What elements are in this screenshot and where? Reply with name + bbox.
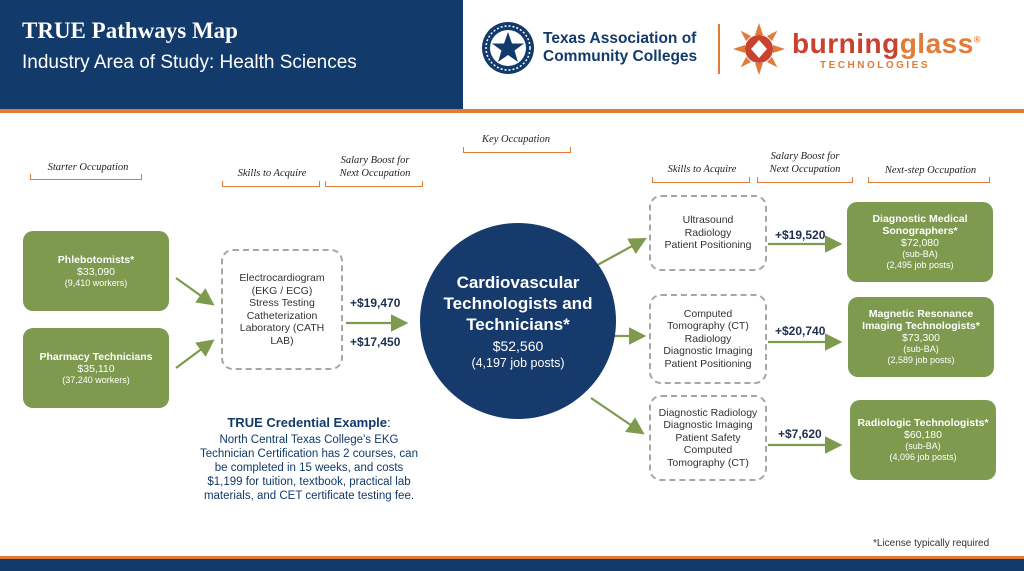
next-occupation-sonographers: Diagnostic Medical Sonographers* $72,080… — [847, 202, 993, 282]
bracket-next-step — [868, 177, 990, 183]
key-occupation-name: Cardiovascular Technologists and Technic… — [443, 272, 593, 334]
credential-example: TRUE Credential Example: North Central T… — [197, 415, 421, 503]
credential-title: TRUE Credential Example: — [227, 415, 391, 430]
occupation-salary: $60,180 — [904, 429, 942, 441]
skill-line: Electrocardiogram — [239, 272, 325, 284]
header-divider — [0, 109, 1024, 113]
skill-line: Diagnostic Imaging — [663, 419, 753, 432]
right-skills-box-3: Diagnostic Radiology Diagnostic Imaging … — [649, 395, 767, 481]
bracket-key — [463, 147, 571, 153]
license-footnote: *License typically required — [873, 538, 990, 549]
occupation-education: (sub-BA) — [903, 344, 939, 354]
credential-body: North Central Texas College's EKG Techni… — [200, 434, 418, 502]
page-subtitle: Industry Area of Study: Health Sciences — [22, 52, 357, 73]
occupation-salary: $72,080 — [901, 237, 939, 249]
skill-line: Computed — [683, 444, 733, 457]
arrow-right-icon — [175, 339, 215, 369]
left-skills-box: Electrocardiogram (EKG / ECG) Stress Tes… — [221, 249, 343, 370]
registered-mark: ® — [973, 34, 981, 45]
starter-occupation-pharmacy-technicians: Pharmacy Technicians $35,110 (37,240 wor… — [23, 328, 169, 408]
logo-word-glass: glass — [899, 28, 974, 59]
salary-boost-right-2: +$20,740 — [775, 324, 826, 338]
skill-line: Radiology — [684, 226, 732, 239]
skill-line: Ultrasound — [682, 214, 734, 227]
bracket-starter — [30, 174, 142, 180]
col-head-next-step: Next-step Occupation — [884, 165, 977, 176]
skill-line: Patient Positioning — [664, 239, 752, 252]
skill-line: Radiology — [684, 332, 732, 345]
col-head-skills-left: Skills to Acquire — [237, 168, 307, 179]
occupation-posts: (2,589 job posts) — [887, 355, 955, 365]
logo-word-burning: burning — [792, 28, 900, 59]
col-head-skills-right: Skills to Acquire — [667, 164, 737, 175]
right-skills-box-2: Computed Tomography (CT) Radiology Diagn… — [649, 294, 767, 384]
footer-bar — [0, 559, 1024, 571]
right-skills-box-1: Ultrasound Radiology Patient Positioning — [649, 195, 767, 271]
skill-line: Tomography (CT) — [667, 320, 749, 333]
skill-line: Patient Safety — [675, 431, 741, 444]
sunburst-icon — [733, 23, 785, 75]
key-occupation-circle: Cardiovascular Technologists and Technic… — [420, 223, 616, 419]
skill-line: (EKG / ECG) — [251, 284, 313, 297]
salary-boost-right-3: +$7,620 — [778, 427, 822, 441]
skill-line: Stress Testing — [249, 297, 315, 309]
header-banner: TRUE Pathways Map Industry Area of Study… — [0, 0, 463, 110]
key-occupation-salary: $52,560 — [492, 337, 544, 354]
footer-divider — [0, 556, 1024, 559]
occupation-education: (sub-BA) — [905, 441, 941, 451]
skill-line: Patient Positioning — [664, 357, 752, 370]
tacc-line-1: Texas Association of — [543, 30, 697, 47]
occupation-workers: (9,410 workers) — [64, 277, 128, 288]
salary-boost-left-2: +$17,450 — [350, 335, 401, 349]
skill-line: Computed — [683, 307, 733, 320]
next-occupation-mri-technologists: Magnetic Resonance Imaging Technologists… — [848, 297, 994, 377]
skill-line: Diagnostic Radiology — [658, 406, 758, 419]
page-title: TRUE Pathways Map — [22, 18, 238, 43]
occupation-salary: $73,300 — [902, 332, 940, 344]
occupation-name: Diagnostic Medical Sonographers* — [872, 213, 968, 237]
skill-line: LAB) — [270, 334, 294, 347]
logo-subtext: TECHNOLOGIES — [820, 60, 931, 71]
salary-boost-right-1: +$19,520 — [775, 228, 826, 242]
skill-line: Diagnostic Imaging — [663, 345, 753, 358]
bracket-boost-left — [325, 181, 423, 187]
star-seal-icon — [482, 22, 534, 74]
skill-line: Catheterization — [246, 309, 318, 322]
bracket-boost-right — [757, 177, 853, 183]
occupation-name: Pharmacy Technicians — [39, 350, 153, 363]
occupation-posts: (4,096 job posts) — [889, 452, 957, 462]
occupation-name: Magnetic Resonance Imaging Technologists… — [862, 308, 980, 332]
arrow-right-icon — [590, 397, 645, 435]
burning-glass-logo-text: burningglass® — [792, 28, 981, 60]
occupation-name: Phlebotomists* — [57, 253, 135, 266]
occupation-salary: $35,110 — [77, 362, 115, 375]
bracket-skills-right — [652, 177, 750, 183]
col-head-starter: Starter Occupation — [47, 162, 129, 173]
arrow-right-icon — [175, 277, 215, 306]
occupation-workers: (37,240 workers) — [62, 374, 130, 385]
occupation-name: Radiologic Technologists* — [857, 417, 989, 429]
tacc-logo-text: Texas Association of Community Colleges — [543, 30, 697, 66]
occupation-salary: $33,090 — [77, 265, 115, 278]
salary-boost-left-1: +$19,470 — [350, 296, 401, 310]
skill-line: Laboratory (CATH — [239, 322, 325, 334]
occupation-posts: (2,495 job posts) — [886, 260, 954, 270]
col-head-key: Key Occupation — [482, 134, 550, 145]
bracket-skills-left — [222, 181, 320, 187]
logo-area — [463, 0, 1024, 110]
starter-occupation-phlebotomists: Phlebotomists* $33,090 (9,410 workers) — [23, 231, 169, 311]
arrow-right-icon — [591, 237, 647, 269]
next-occupation-radiologic-technologists: Radiologic Technologists* $60,180 (sub-B… — [850, 400, 996, 480]
logo-divider — [718, 24, 720, 74]
tacc-line-2: Community Colleges — [543, 48, 698, 65]
occupation-education: (sub-BA) — [902, 249, 938, 259]
skill-line: Tomography (CT) — [667, 456, 749, 469]
key-occupation-posts: (4,197 job posts) — [471, 355, 565, 370]
